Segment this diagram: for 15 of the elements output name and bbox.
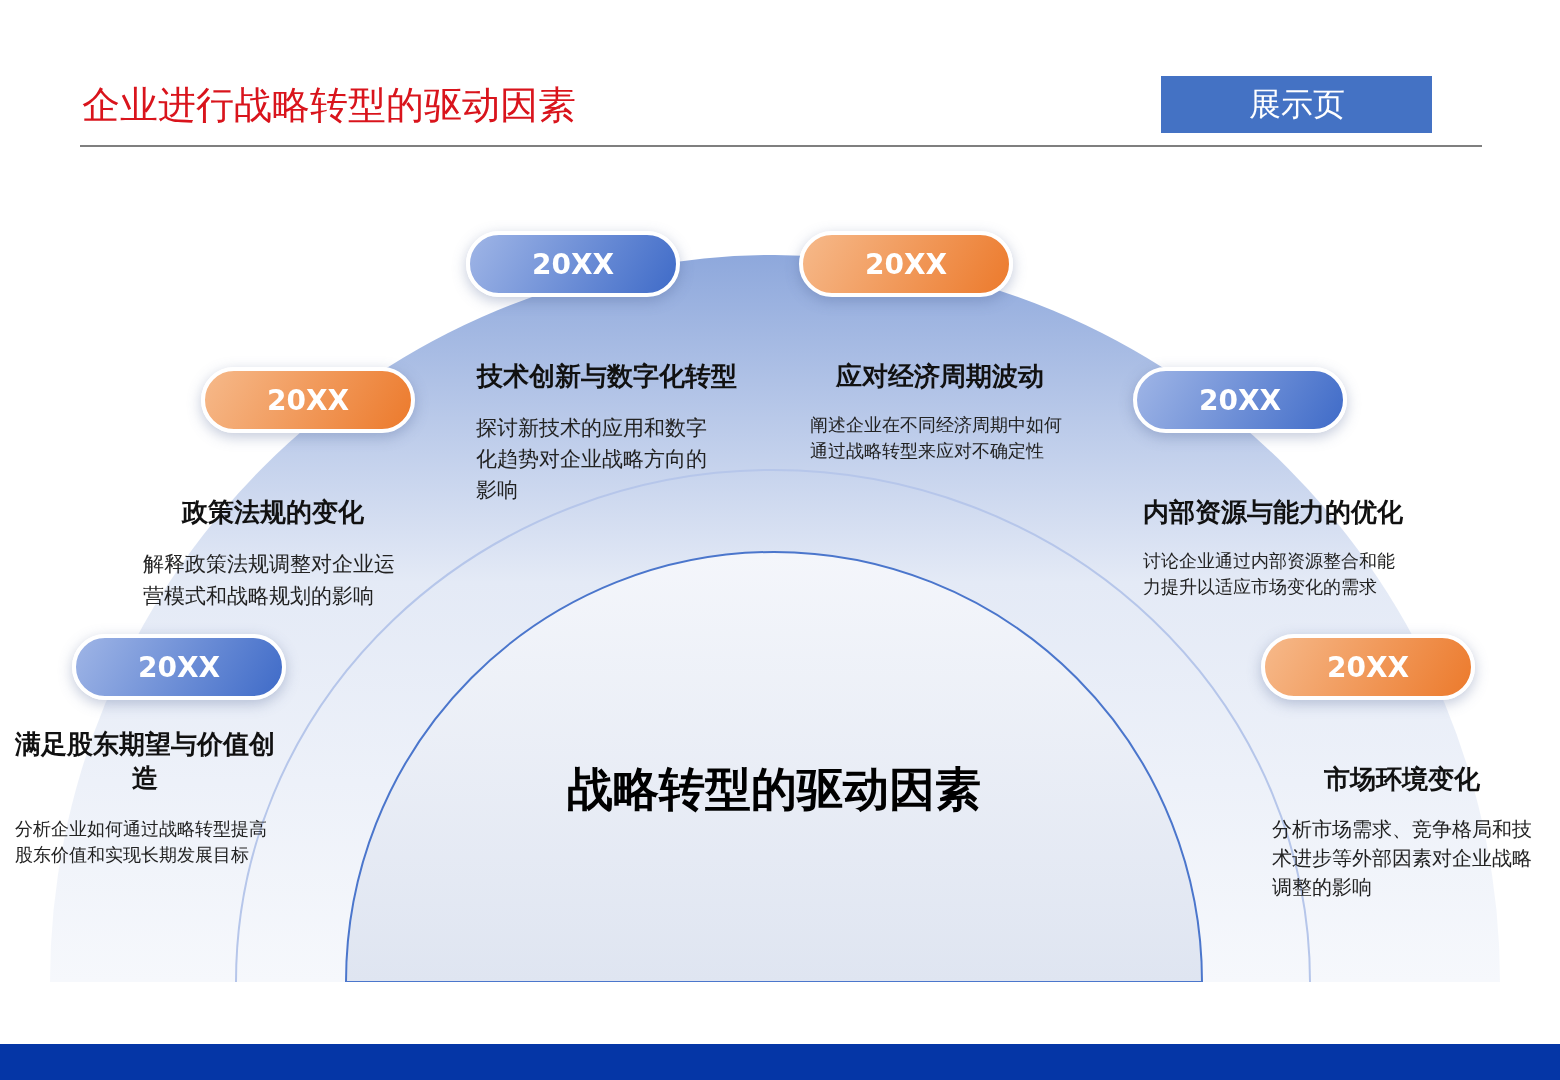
item-description: 分析市场需求、竞争格局和技术进步等外部因素对企业战略调整的影响	[1272, 816, 1533, 901]
item-description: 解释政策法规调整对企业运营模式和战略规划的影响	[143, 551, 396, 610]
item-description: 阐述企业在不同经济周期中如何通过战略转型来应对不确定性	[810, 413, 1063, 463]
page-tag: 展示页	[1161, 76, 1432, 133]
item-heading: 市场环境变化	[1323, 763, 1481, 796]
item-description: 分析企业如何通过战略转型提高股东价值和实现长期发展目标	[15, 817, 268, 867]
item-heading: 内部资源与能力的优化	[1142, 496, 1404, 529]
item-description: 探讨新技术的应用和数字化趋势对企业战略方向的影响	[476, 415, 708, 504]
item-heading: 满足股东期望与价值创造	[14, 728, 276, 795]
item-description: 讨论企业通过内部资源整合和能力提升以适应市场变化的需求	[1143, 549, 1396, 599]
page-title: 企业进行战略转型的驱动因素	[82, 82, 576, 129]
item-heading: 技术创新与数字化转型	[475, 360, 738, 393]
item-heading: 应对经济周期波动	[835, 360, 1045, 393]
center-title: 战略转型的驱动因素	[566, 761, 982, 818]
item-heading: 政策法规的变化	[180, 496, 365, 529]
